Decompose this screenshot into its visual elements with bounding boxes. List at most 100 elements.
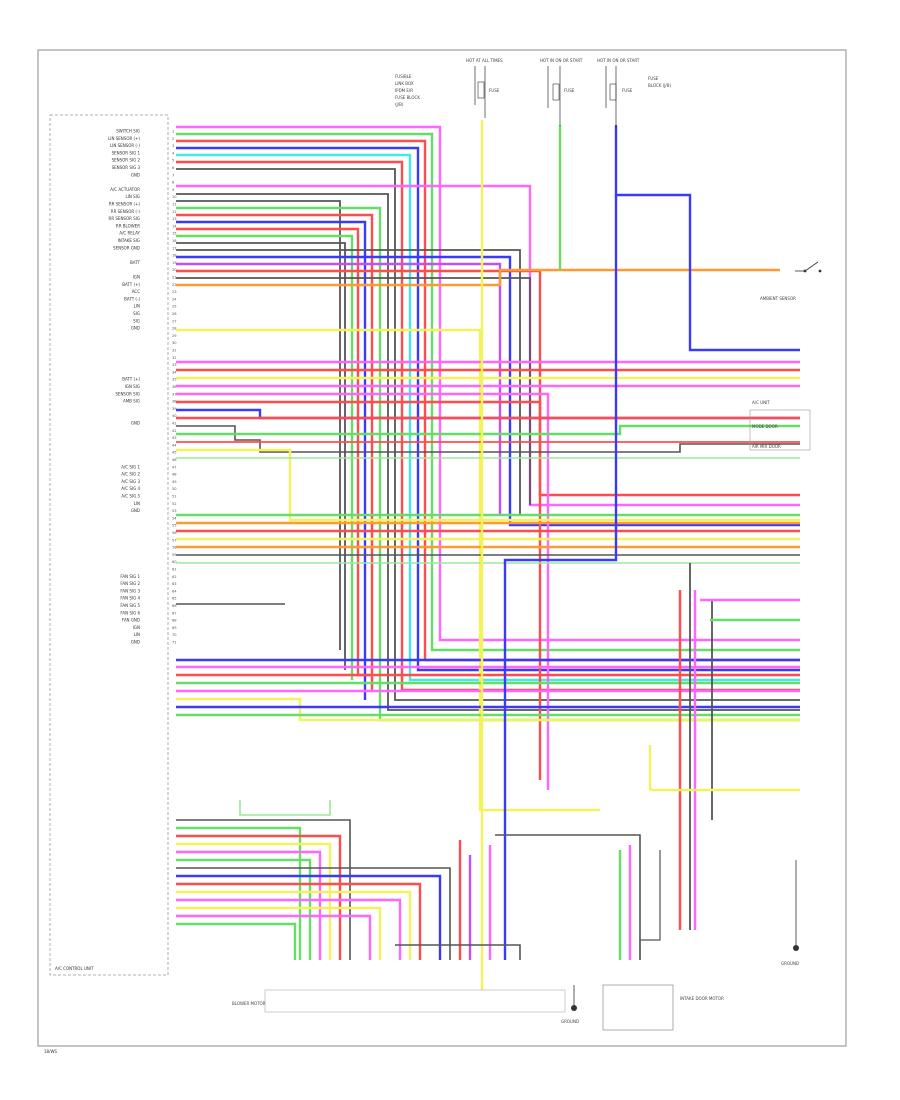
pin-number: 15 [172, 232, 177, 236]
pin-label: A/C SIG 4 [121, 486, 140, 491]
pin-label: SENSOR SIG 1 [112, 150, 141, 155]
pin-number: 20 [172, 268, 177, 272]
fuse-block-3: HOT IN ON OR START FUSE FUSE BLOCK (J/B) [597, 58, 671, 128]
pin-number: 36 [172, 385, 177, 389]
pin-label: IGN [133, 275, 140, 280]
pin-label: FAN SIG 6 [120, 610, 140, 615]
wire [176, 220, 367, 700]
wire [176, 914, 372, 960]
pin-number: 51 [172, 495, 177, 499]
pin-label: LIN SIG [126, 194, 141, 199]
pin-label: A/C ACTUATOR [110, 187, 140, 192]
pin-number: 17 [172, 246, 177, 250]
wire [495, 834, 641, 960]
pin-number: 38 [172, 400, 177, 404]
module-label: A/C CONTROL UNIT [55, 966, 94, 971]
pin-label: SWITCH SIG [116, 129, 140, 134]
wire [176, 328, 600, 812]
wire [503, 195, 618, 960]
diagram-border [37, 49, 847, 1047]
pin-number: 60 [172, 560, 177, 564]
pin-label: RR SENSOR (-) [111, 209, 141, 214]
pin-label: LIN SENSOR (+) [108, 136, 140, 141]
pin-number: 41 [172, 422, 177, 426]
pin-label: A/C SIG 5 [121, 494, 140, 499]
pin-number: 16 [172, 239, 177, 243]
pin-label: LIN SENSOR (-) [110, 143, 140, 148]
ground-1: GROUND [561, 985, 579, 1024]
pin-number: 39 [172, 407, 177, 411]
wire [176, 890, 412, 960]
pin-number: 47 [172, 465, 177, 469]
pin-number: 8 [172, 181, 175, 185]
pin-label: SENSOR SIG 2 [112, 158, 141, 163]
wire [176, 139, 800, 662]
pin-number: 62 [172, 575, 177, 579]
wire [176, 842, 332, 960]
pin-number: 6 [172, 166, 175, 170]
wire [176, 262, 502, 515]
pin-label: SIG [133, 311, 140, 316]
pin-number: 28 [172, 327, 177, 331]
pin-label: GND [131, 640, 140, 645]
svg-text:LINK BOX: LINK BOX [395, 81, 414, 86]
fuse-2-note: FUSE [564, 88, 575, 93]
pin-number: 23 [172, 290, 177, 294]
control-unit-outline [49, 114, 169, 976]
pin-number: 3 [172, 144, 174, 148]
pin-number: 42 [172, 429, 177, 433]
pin-number: 40 [172, 414, 177, 418]
right-connector-3-label: AIR MIX DOOR [752, 444, 781, 449]
pin-number: 67 [172, 611, 177, 615]
pin-number: 21 [172, 276, 177, 280]
pin-number: 45 [172, 451, 177, 455]
pin-number: 44 [172, 443, 177, 447]
pin-label: LIN [134, 304, 140, 309]
pin-label: LIN [134, 501, 140, 506]
pin-label: GND [131, 326, 140, 331]
pin-number: 13 [172, 217, 177, 221]
wire [176, 425, 800, 453]
pin-label: BATT (+) [122, 282, 140, 287]
pin-number: 37 [172, 392, 177, 396]
right-connector-box-1 [749, 409, 811, 451]
pin-number: 10 [172, 195, 177, 199]
pin-number: 43 [172, 436, 177, 440]
wire [176, 392, 550, 790]
right-connector-2-label: MODE DOOR [752, 424, 778, 429]
wire [176, 826, 302, 960]
wire [176, 184, 800, 507]
wire [176, 249, 800, 516]
pin-label: FAN SIG 2 [120, 581, 140, 586]
footer-code: 18/WS [44, 1049, 57, 1054]
fuse-block-2: HOT IN ON OR START FUSE [540, 58, 583, 126]
wire [176, 277, 531, 505]
pin-number: 12 [172, 210, 177, 214]
wire [176, 400, 542, 780]
pin-number: 70 [172, 633, 177, 637]
pin-label: INTAKE SIG [118, 238, 140, 243]
fuse-block-1: HOT AT ALL TIMES FUSE FUSIBLE LINK BOX I… [395, 58, 503, 118]
svg-text:BLOCK (J/B): BLOCK (J/B) [648, 83, 671, 88]
pin-number: 5 [172, 159, 174, 163]
wire [176, 200, 341, 650]
pin-label: FAN SIG 5 [120, 603, 140, 608]
pin-number: 49 [172, 480, 177, 484]
pin-number: 63 [172, 582, 177, 586]
pin-number: 69 [172, 626, 177, 630]
pin-label: ACC [132, 289, 140, 294]
pin-number: 11 [172, 203, 177, 207]
ground-2: GROUND [781, 860, 799, 966]
pin-number: 56 [172, 531, 177, 535]
pin-number: 7 [172, 173, 174, 177]
wire [395, 944, 521, 960]
pin-label: BATT [130, 260, 141, 265]
pin-label: LIN [134, 632, 140, 637]
svg-text:GROUND: GROUND [561, 1019, 579, 1024]
pin-number: 48 [172, 473, 177, 477]
pin-label: AMB SIG [123, 399, 140, 404]
pin-number: 4 [172, 151, 175, 155]
wire [176, 874, 442, 960]
